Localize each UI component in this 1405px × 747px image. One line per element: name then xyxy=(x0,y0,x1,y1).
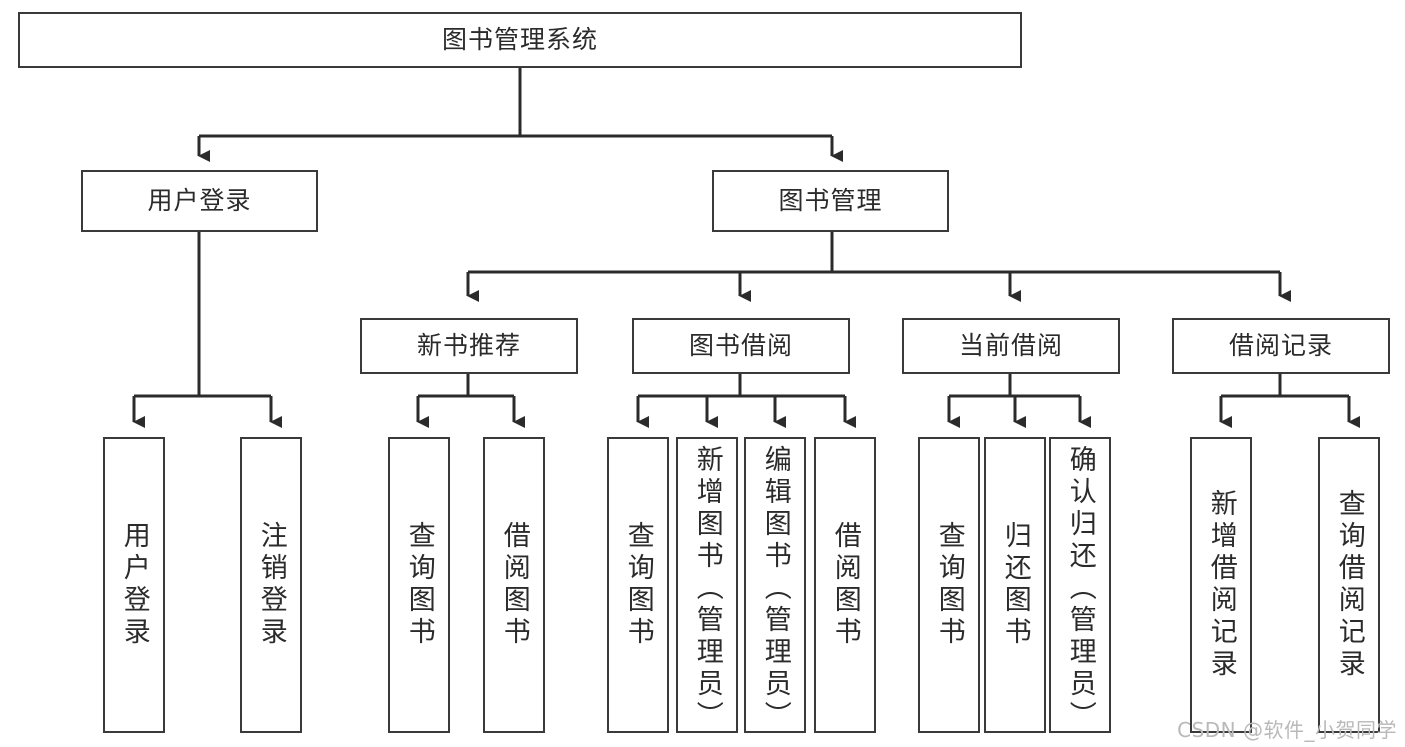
leaf-query-borrow-record[interactable]: 查询借阅记录 xyxy=(1318,437,1380,733)
leaf-borrow-book-recommend[interactable]: 借阅图书 xyxy=(483,437,545,733)
node-label: 借阅记录 xyxy=(1228,331,1333,361)
node-root-book-management-system[interactable]: 图书管理系统 xyxy=(18,12,1022,68)
leaf-edit-book-admin[interactable]: 编辑图书（管理员） xyxy=(744,437,806,733)
node-label: 归还图书 xyxy=(999,521,1031,649)
node-label: 借阅图书 xyxy=(498,521,530,649)
node-label: 用户登录 xyxy=(147,186,252,216)
node-label: 查询图书 xyxy=(933,521,965,649)
node-label: 确认归还（管理员） xyxy=(1064,445,1096,733)
leaf-add-borrow-record[interactable]: 新增借阅记录 xyxy=(1190,437,1252,733)
node-label: 图书管理 xyxy=(778,186,883,216)
node-label: 查询图书 xyxy=(403,521,435,649)
leaf-borrow-book[interactable]: 借阅图书 xyxy=(814,437,876,733)
leaf-user-login[interactable]: 用户登录 xyxy=(103,437,165,733)
node-current-borrow[interactable]: 当前借阅 xyxy=(902,318,1120,374)
node-user-login[interactable]: 用户登录 xyxy=(81,170,318,232)
node-book-borrow[interactable]: 图书借阅 xyxy=(632,318,850,374)
leaf-query-book-recommend[interactable]: 查询图书 xyxy=(388,437,450,733)
node-label: 新书推荐 xyxy=(416,331,521,361)
leaf-user-logout[interactable]: 注销登录 xyxy=(240,437,302,733)
node-label: 查询图书 xyxy=(622,521,654,649)
leaf-query-book-current[interactable]: 查询图书 xyxy=(918,437,980,733)
node-label: 新增图书（管理员） xyxy=(691,445,723,733)
node-label: 借阅图书 xyxy=(829,521,861,649)
node-label: 编辑图书（管理员） xyxy=(759,445,791,733)
node-label: 查询借阅记录 xyxy=(1333,489,1365,681)
node-label: 注销登录 xyxy=(255,521,287,649)
leaf-add-book-admin[interactable]: 新增图书（管理员） xyxy=(676,437,738,733)
node-label: 新增借阅记录 xyxy=(1205,489,1237,681)
node-borrow-record[interactable]: 借阅记录 xyxy=(1172,318,1390,374)
node-label: 图书管理系统 xyxy=(441,25,598,55)
leaf-confirm-return-admin[interactable]: 确认归还（管理员） xyxy=(1049,437,1111,733)
node-new-book-recommend[interactable]: 新书推荐 xyxy=(360,318,578,374)
node-label: 当前借阅 xyxy=(958,331,1063,361)
leaf-return-book[interactable]: 归还图书 xyxy=(984,437,1046,733)
node-book-management[interactable]: 图书管理 xyxy=(712,170,949,232)
watermark: CSDN @软件_小贺同学 xyxy=(1177,718,1397,742)
node-label: 图书借阅 xyxy=(688,331,793,361)
node-label: 用户登录 xyxy=(118,521,150,649)
leaf-query-book-borrow[interactable]: 查询图书 xyxy=(607,437,669,733)
